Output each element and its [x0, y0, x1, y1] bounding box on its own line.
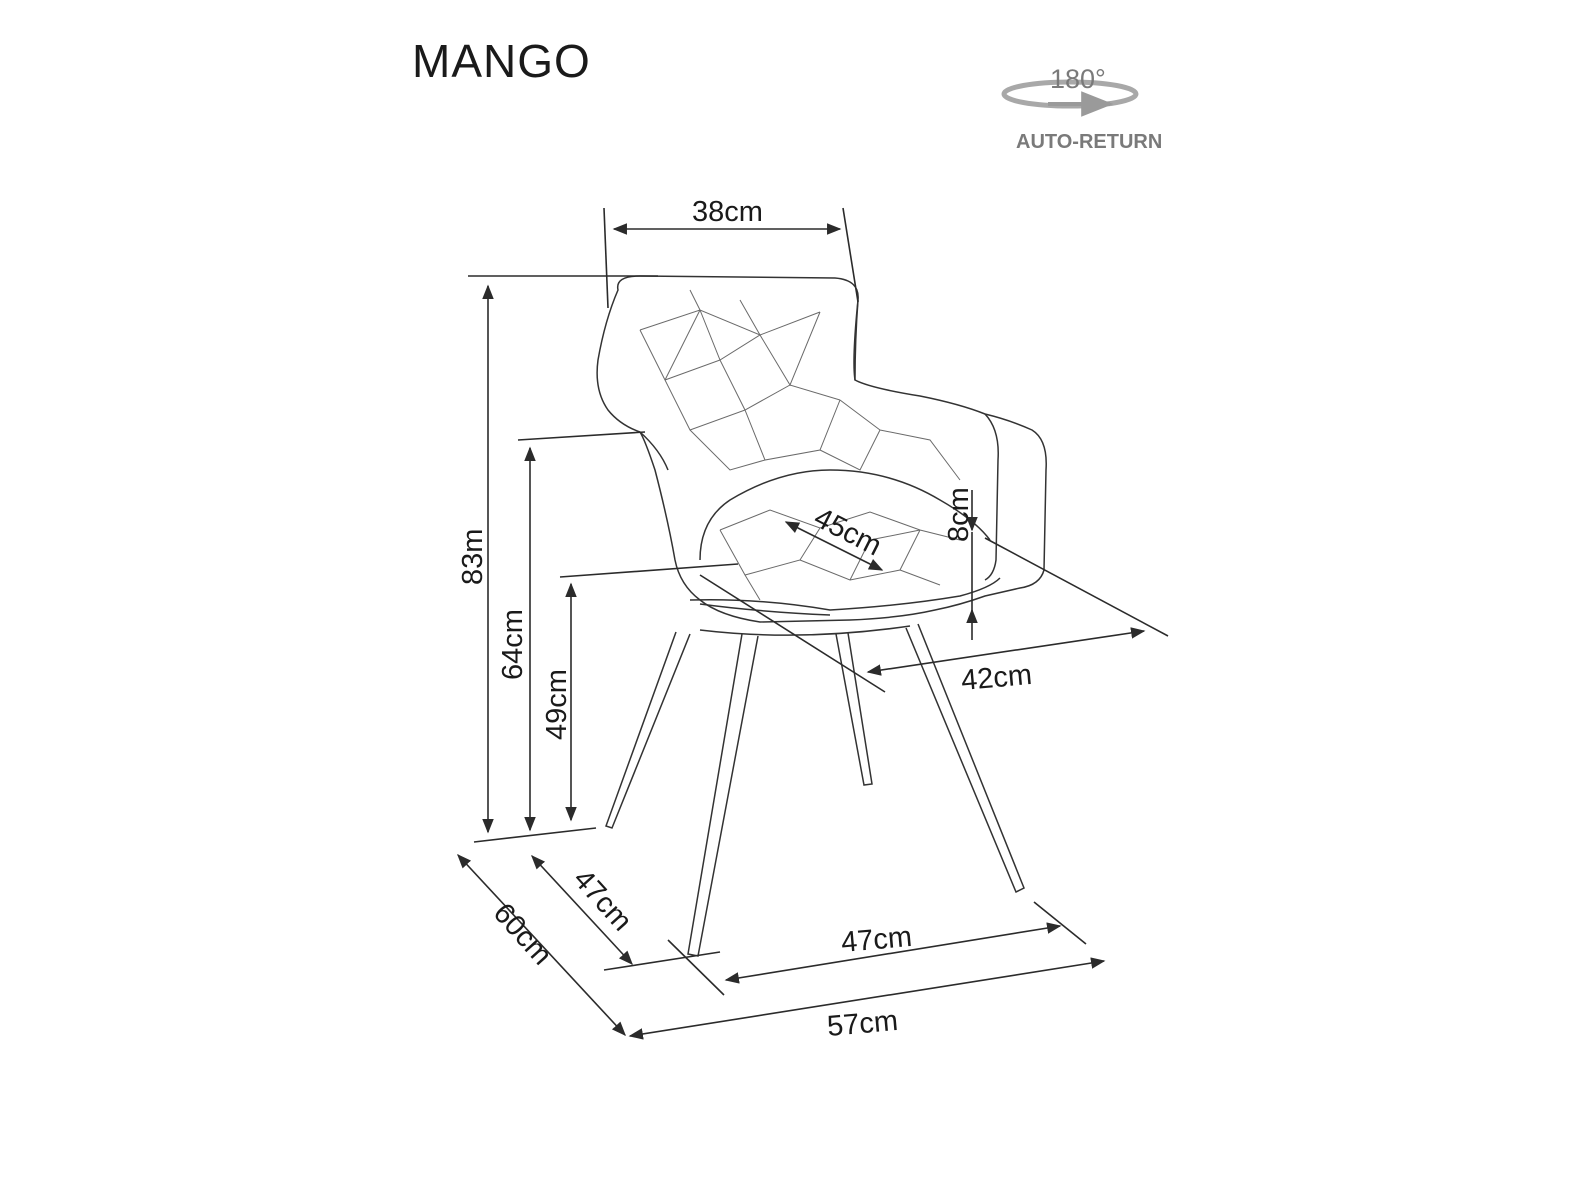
- product-title: MANGO: [412, 35, 591, 87]
- dim-seat-height: 49cm: [541, 669, 573, 740]
- swivel-label: AUTO-RETURN: [1016, 131, 1162, 153]
- dim-base-width: 47cm: [840, 921, 913, 959]
- dimension-lines: [457, 207, 1169, 1040]
- dim-overall-depth: 60cm: [487, 897, 558, 971]
- dim-total-height: 83m: [457, 529, 489, 585]
- dim-overall-width: 57cm: [826, 1005, 899, 1043]
- chair-illustration: [596, 275, 1047, 957]
- dim-armrest-pad: 8cm: [943, 487, 975, 542]
- dim-armrest-height: 64cm: [497, 609, 529, 680]
- dim-seat-width: 42cm: [960, 659, 1033, 697]
- swivel-angle: 180°: [1050, 64, 1106, 94]
- dim-base-depth: 47cm: [567, 863, 638, 937]
- swivel-icon: 180° AUTO-RETURN: [1001, 64, 1162, 153]
- dim-backrest-width: 38cm: [692, 196, 763, 228]
